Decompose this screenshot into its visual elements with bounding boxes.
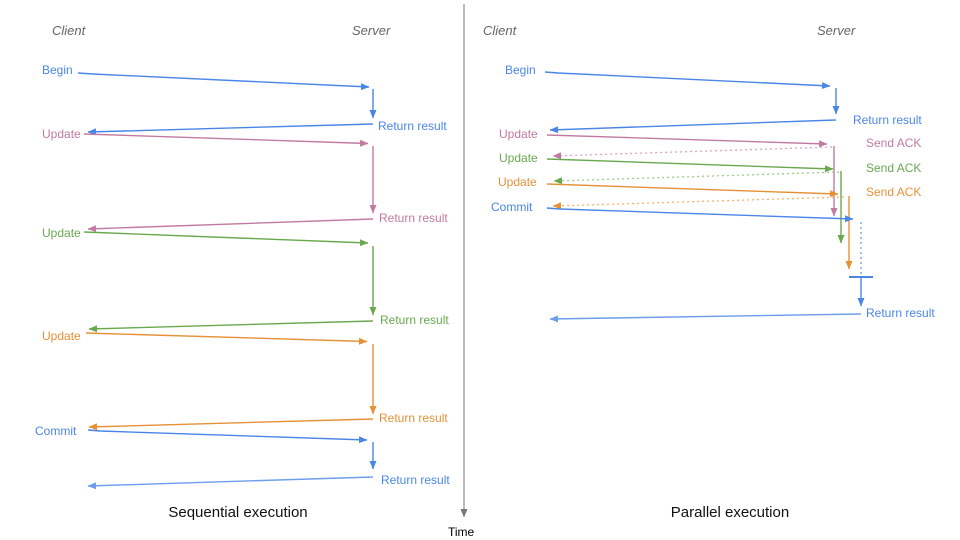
seq-update1-label: Update — [42, 127, 81, 141]
par-update3-label: Update — [498, 175, 537, 189]
seq-update2-request-arrow — [83, 231, 369, 247]
par-update3-request-arrow — [546, 183, 839, 198]
seq-commit-return-label: Return result — [381, 473, 450, 487]
par-begin-label: Begin — [505, 63, 536, 77]
par-update2-label: Update — [499, 151, 538, 165]
par-server-label: Server — [817, 23, 856, 38]
seq-server-label: Server — [352, 23, 391, 38]
par-begin-return-label: Return result — [853, 113, 922, 127]
seq-begin-return-arrow — [87, 123, 374, 136]
seq-update1-return-arrow — [87, 218, 374, 233]
seq-update2-return-label: Return result — [380, 313, 449, 327]
seq-caption: Sequential execution — [168, 504, 308, 521]
par-commit-request-arrow — [546, 207, 854, 223]
par-begin-return-arrow — [549, 119, 837, 134]
par-commit-return-label: Return result — [866, 306, 935, 320]
seq-begin-label: Begin — [42, 63, 73, 77]
par-update1-request-arrow — [546, 134, 828, 148]
seq-update1-request-arrow — [83, 133, 369, 147]
seq-update1-return-label: Return result — [379, 211, 448, 225]
seq-commit-return-arrow — [87, 476, 374, 490]
par-update2-ack-arrow — [553, 171, 840, 185]
seq-update3-return-label: Return result — [379, 411, 448, 425]
par-update1-ack-label: Send ACK — [866, 136, 922, 150]
par-update1-label: Update — [499, 127, 538, 141]
time-axis-label: Time — [448, 525, 475, 539]
seq-update3-label: Update — [42, 329, 81, 343]
par-update2-ack-label: Send ACK — [866, 161, 922, 175]
par-update1-ack-arrow — [552, 146, 833, 160]
par-update3-ack-label: Send ACK — [866, 185, 922, 199]
par-commit-label: Commit — [491, 200, 533, 214]
par-begin-request-arrow — [544, 71, 831, 90]
seq-client-label: Client — [52, 23, 86, 38]
par-commit-return-arrow — [549, 313, 862, 323]
seq-commit-label: Commit — [35, 424, 77, 438]
par-update3-ack-arrow — [552, 196, 845, 210]
par-caption: Parallel execution — [670, 504, 790, 521]
par-update2-request-arrow — [546, 158, 834, 173]
seq-update3-request-arrow — [85, 332, 368, 345]
seq-update2-label: Update — [42, 226, 81, 240]
seq-commit-request-arrow — [87, 429, 368, 444]
seq-update2-return-arrow — [88, 320, 374, 333]
seq-begin-request-arrow — [77, 72, 370, 91]
par-client-label: Client — [483, 23, 517, 38]
seq-update3-return-arrow — [88, 418, 374, 431]
seq-begin-return-label: Return result — [378, 119, 447, 133]
